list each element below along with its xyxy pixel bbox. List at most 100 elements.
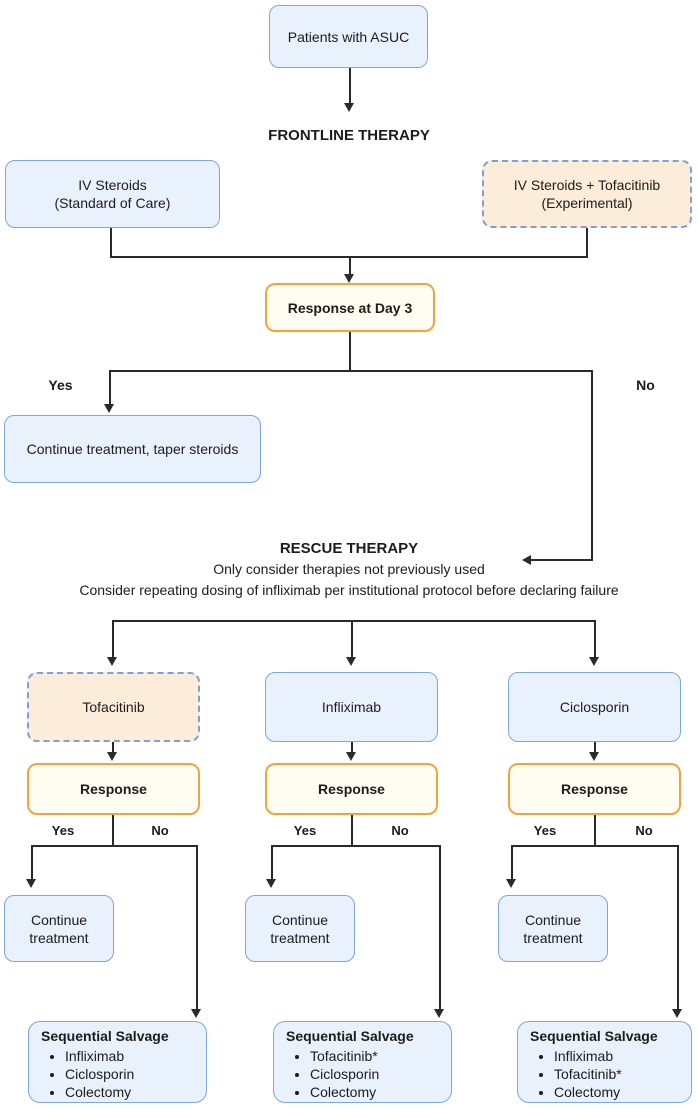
node-label: IV Steroids xyxy=(78,177,147,193)
connector-line xyxy=(110,228,112,258)
node-label: Response xyxy=(80,781,147,797)
salvage-item: Ciclosporin xyxy=(310,1065,379,1083)
connector-line xyxy=(112,815,114,847)
connector-line xyxy=(594,815,596,847)
salvage-list: Tofacitinib* Ciclosporin Colectomy xyxy=(286,1047,379,1101)
arrowhead-icon xyxy=(107,657,117,666)
label-yes-branch-2: Yes xyxy=(293,823,317,838)
rescue-note-2: Consider repeating dosing of infliximab … xyxy=(79,582,619,598)
node-label: IV Steroids + Tofacitinib xyxy=(513,177,661,193)
label-yes-main: Yes xyxy=(48,377,73,393)
node-iv-steroids: IV Steroids (Standard of Care) xyxy=(5,160,220,228)
salvage-item: Colectomy xyxy=(310,1083,379,1101)
node-label: Continue xyxy=(271,911,329,928)
label-no-branch-3: No xyxy=(635,823,653,838)
salvage-item: Colectomy xyxy=(65,1083,134,1101)
salvage-list: Infliximab Tofacitinib* Colectomy xyxy=(530,1047,622,1101)
node-sublabel: (Standard of Care) xyxy=(54,195,171,211)
connector-line xyxy=(271,845,441,847)
connector-line xyxy=(591,370,593,561)
salvage-item: Tofacitinib* xyxy=(554,1065,622,1083)
node-label: treatment xyxy=(270,929,330,946)
arrowhead-icon xyxy=(191,1009,201,1018)
salvage-item: Infliximab xyxy=(554,1047,622,1065)
connector-line xyxy=(439,845,441,1010)
salvage-heading: Sequential Salvage xyxy=(530,1028,658,1044)
connector-line xyxy=(511,845,513,880)
connector-line xyxy=(31,845,198,847)
arrowhead-icon xyxy=(344,274,354,283)
node-iv-steroids-tofacitinib: IV Steroids + Tofacitinib (Experimental) xyxy=(482,160,692,228)
node-label: Response at Day 3 xyxy=(287,299,413,316)
node-drug-ciclosporin: Ciclosporin xyxy=(508,672,681,742)
label-no-main: No xyxy=(636,377,655,393)
label-no-branch-2: No xyxy=(391,823,409,838)
arrowhead-icon xyxy=(346,657,356,666)
node-sequential-salvage-1: Sequential Salvage Infliximab Ciclospori… xyxy=(28,1021,207,1103)
salvage-item: Tofacitinib* xyxy=(310,1047,379,1065)
node-continue-treatment-3: Continue treatment xyxy=(498,895,608,962)
connector-line xyxy=(351,815,353,847)
salvage-item: Ciclosporin xyxy=(65,1065,134,1083)
arrowhead-icon xyxy=(266,879,276,888)
node-label: Continue treatment, taper steroids xyxy=(26,441,239,457)
node-drug-tofacitinib: Tofacitinib xyxy=(27,672,200,742)
connector-line xyxy=(112,620,114,658)
label-yes-branch-1: Yes xyxy=(51,823,75,838)
node-sublabel: (Experimental) xyxy=(541,195,633,211)
arrowhead-icon xyxy=(506,879,516,888)
node-sequential-salvage-2: Sequential Salvage Tofacitinib* Ciclospo… xyxy=(273,1021,452,1103)
rescue-note-1: Only consider therapies not previously u… xyxy=(213,561,485,577)
arrowhead-icon xyxy=(672,1009,682,1018)
arrowhead-icon xyxy=(346,752,356,761)
node-label: Tofacitinib xyxy=(82,699,145,715)
heading-frontline-therapy: FRONTLINE THERAPY xyxy=(268,127,430,144)
salvage-heading: Sequential Salvage xyxy=(286,1028,414,1044)
node-response-ciclosporin: Response xyxy=(508,763,681,815)
node-label: treatment xyxy=(29,929,89,946)
connector-line xyxy=(271,845,273,880)
salvage-item: Colectomy xyxy=(554,1083,622,1101)
arrowhead-icon xyxy=(344,103,354,112)
connector-line xyxy=(351,620,353,658)
label-yes-branch-3: Yes xyxy=(533,823,557,838)
node-label: Ciclosporin xyxy=(559,699,630,715)
arrowhead-icon xyxy=(522,555,531,565)
arrowhead-icon xyxy=(434,1009,444,1018)
connector-line xyxy=(349,68,351,103)
connector-line xyxy=(511,845,679,847)
node-label: Patients with ASUC xyxy=(287,28,410,45)
connector-line xyxy=(112,620,596,622)
connector-line xyxy=(349,332,351,372)
connector-line xyxy=(531,559,593,561)
node-sequential-salvage-3: Sequential Salvage Infliximab Tofacitini… xyxy=(517,1021,692,1103)
label-no-branch-1: No xyxy=(151,823,169,838)
salvage-list: Infliximab Ciclosporin Colectomy xyxy=(41,1047,134,1101)
heading-rescue-therapy: RESCUE THERAPY xyxy=(279,540,419,557)
connector-line xyxy=(594,620,596,658)
arrowhead-icon xyxy=(26,879,36,888)
arrowhead-icon xyxy=(107,752,117,761)
arrowhead-icon xyxy=(589,752,599,761)
node-response-tofacitinib: Response xyxy=(27,763,200,815)
connector-line xyxy=(112,742,114,753)
salvage-heading: Sequential Salvage xyxy=(41,1028,169,1044)
node-continue-taper: Continue treatment, taper steroids xyxy=(4,415,261,483)
connector-line xyxy=(31,845,33,880)
node-label: Continue xyxy=(524,911,582,928)
node-label: treatment xyxy=(523,929,583,946)
node-label: Continue xyxy=(30,911,88,928)
connector-line xyxy=(349,256,351,275)
connector-line xyxy=(351,742,353,753)
node-label: Infliximab xyxy=(321,699,382,715)
node-continue-treatment-2: Continue treatment xyxy=(245,895,355,962)
connector-line xyxy=(594,742,596,753)
connector-line xyxy=(196,845,198,1010)
connector-line xyxy=(586,228,588,258)
connector-line xyxy=(109,370,111,405)
node-label: Response xyxy=(561,781,628,797)
arrowhead-icon xyxy=(104,404,114,413)
connector-line xyxy=(109,370,593,372)
node-response-day3: Response at Day 3 xyxy=(265,283,435,332)
